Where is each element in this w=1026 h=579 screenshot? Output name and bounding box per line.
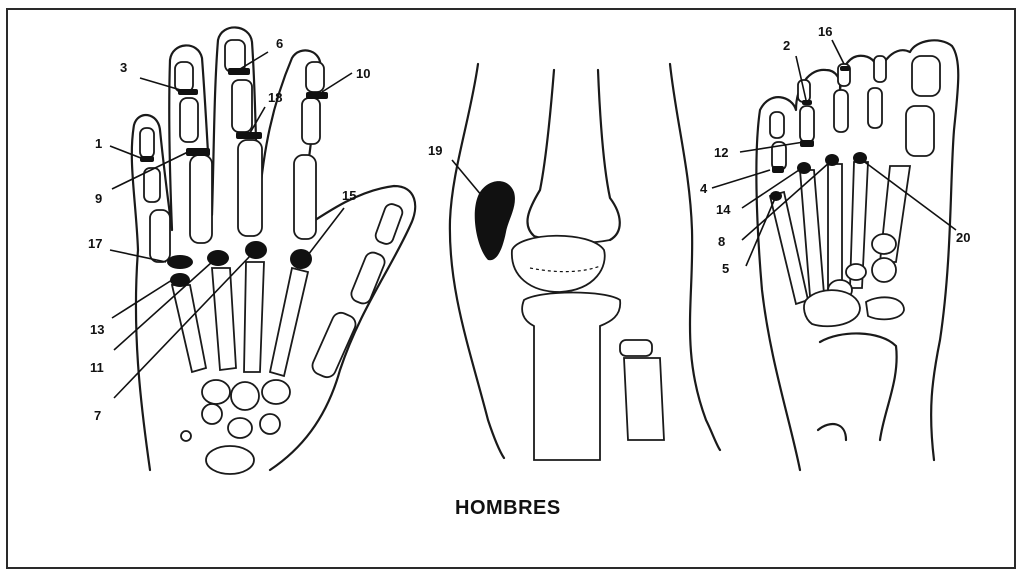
knee-illustration: 19 [428, 64, 720, 460]
label-9: 9 [95, 191, 102, 206]
label-14: 14 [716, 202, 731, 217]
label-17: 17 [88, 236, 102, 251]
label-19: 19 [428, 143, 442, 158]
label-12: 12 [714, 145, 728, 160]
label-6: 6 [276, 36, 283, 51]
hand-illustration: 3 6 10 1 18 9 15 17 13 11 7 [88, 27, 415, 474]
label-10: 10 [356, 66, 370, 81]
label-20: 20 [956, 230, 970, 245]
label-3: 3 [120, 60, 127, 75]
label-13: 13 [90, 322, 104, 337]
label-16: 16 [818, 24, 832, 39]
label-2: 2 [783, 38, 790, 53]
figure-caption: HOMBRES [455, 497, 561, 520]
label-11: 11 [90, 360, 104, 375]
label-5: 5 [722, 261, 729, 276]
label-1: 1 [95, 136, 102, 151]
label-15: 15 [342, 188, 356, 203]
label-8: 8 [718, 234, 725, 249]
label-4: 4 [700, 181, 708, 196]
foot-illustration: 2 16 12 4 14 8 5 20 [700, 24, 970, 470]
label-7: 7 [94, 408, 101, 423]
label-18: 18 [268, 90, 282, 105]
